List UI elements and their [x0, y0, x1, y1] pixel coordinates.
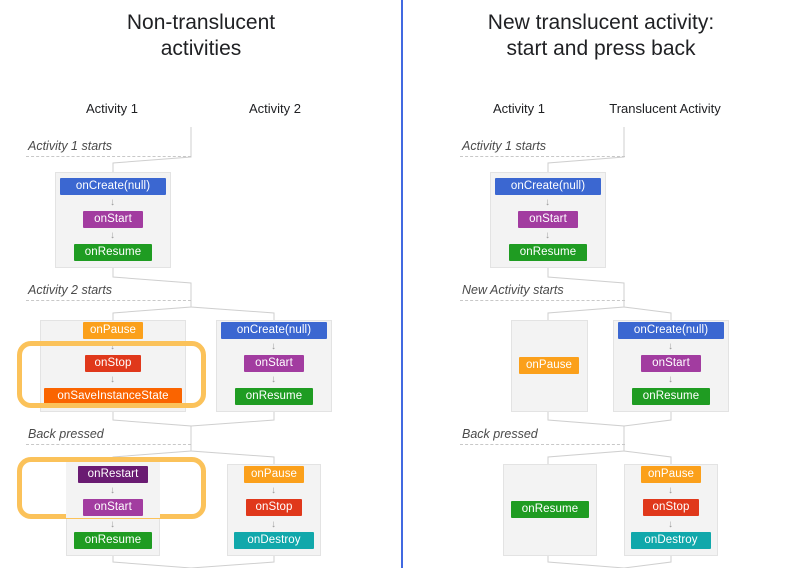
arrow-down-icon: ↓	[110, 485, 115, 496]
phase-label-back-pressed: Back pressed	[462, 427, 538, 441]
panel-title-right: New translucent activity: start and pres…	[402, 10, 800, 62]
phase-divider-1	[460, 156, 625, 157]
chip-onstart: onStart	[518, 211, 578, 228]
arrow-down-icon: ↓	[271, 485, 276, 496]
panel-translucent: New translucent activity: start and pres…	[402, 0, 800, 568]
arrow-down-icon: ↓	[110, 197, 115, 208]
phase-label-activity-1-starts: Activity 1 starts	[28, 139, 113, 153]
chip-onresume: onResume	[511, 501, 589, 518]
chip-onstart: onStart	[641, 355, 701, 372]
column-header-translucent-activity: Translucent Activity	[609, 101, 721, 116]
chip-onpause: onPause	[519, 357, 579, 374]
column-header-activity-2: Activity 2	[248, 101, 301, 116]
phase-label-activity-1-starts: Activity 1 starts	[462, 139, 547, 153]
chip-onstart: onStart	[83, 211, 143, 228]
chip-ondestroy: onDestroy	[234, 532, 314, 549]
panel-title-left-line1: Non-translucent	[126, 11, 276, 34]
arrow-down-icon: ↓	[110, 230, 115, 241]
arrow-down-icon: ↓	[545, 197, 550, 208]
panel-title-left: Non-translucent activities	[0, 10, 402, 62]
phase-divider-3	[460, 444, 625, 445]
arrow-down-icon: ↓	[545, 230, 550, 241]
chip-oncreate: onCreate(null)	[495, 178, 601, 195]
arrow-down-icon: ↓	[668, 485, 673, 496]
panel-divider	[401, 0, 403, 568]
chip-onresume: onResume	[74, 244, 152, 261]
chip-onresume: onResume	[235, 388, 313, 405]
chip-onstop: onStop	[246, 499, 302, 516]
column-header-activity-1: Activity 1	[85, 101, 138, 116]
arrow-down-icon: ↓	[110, 374, 115, 385]
chip-onresume: onResume	[74, 532, 152, 549]
arrow-down-icon: ↓	[271, 341, 276, 352]
chip-onpause: onPause	[244, 466, 304, 483]
chip-onstop: onStop	[85, 355, 141, 372]
chip-onstart: onStart	[244, 355, 304, 372]
phase-divider-3	[26, 444, 191, 445]
chip-onrestart: onRestart	[78, 466, 148, 483]
phase-label-new-activity-starts: New Activity starts	[462, 283, 564, 297]
arrow-down-icon: ↓	[271, 374, 276, 385]
column-header-activity-1: Activity 1	[492, 101, 545, 116]
phase-label-activity-2-starts: Activity 2 starts	[28, 283, 113, 297]
panel-non-translucent: Non-translucent activities Activity 1 Ac…	[0, 10, 402, 568]
chip-oncreate: onCreate(null)	[618, 322, 724, 339]
phase-divider-2	[460, 300, 625, 301]
highlight-stop-and-save-instance-state	[17, 341, 206, 408]
arrow-down-icon: ↓	[668, 519, 673, 530]
chip-onresume: onResume	[509, 244, 587, 261]
arrow-down-icon: ↓	[271, 519, 276, 530]
chip-onpause: onPause	[641, 466, 701, 483]
arrow-down-icon: ↓	[668, 341, 673, 352]
chip-ondestroy: onDestroy	[631, 532, 711, 549]
phase-divider-1	[26, 156, 191, 157]
chip-oncreate: onCreate(null)	[221, 322, 327, 339]
chip-onstart: onStart	[83, 499, 143, 516]
chip-onpause: onPause	[83, 322, 143, 339]
panel-title-right-line1: New translucent activity:	[487, 11, 715, 34]
chip-onresume: onResume	[632, 388, 710, 405]
arrow-down-icon: ↓	[110, 341, 115, 352]
arrow-down-icon: ↓	[110, 519, 115, 530]
panel-title-right-line2: start and press back	[506, 37, 696, 60]
phase-label-back-pressed: Back pressed	[28, 427, 104, 441]
arrow-down-icon: ↓	[668, 374, 673, 385]
phase-divider-2	[26, 300, 191, 301]
chip-onstop: onStop	[643, 499, 699, 516]
panel-title-left-line2: activities	[160, 37, 242, 60]
chip-oncreate: onCreate(null)	[60, 178, 166, 195]
chip-onsaveinstancestate: onSaveInstanceState	[44, 388, 182, 405]
